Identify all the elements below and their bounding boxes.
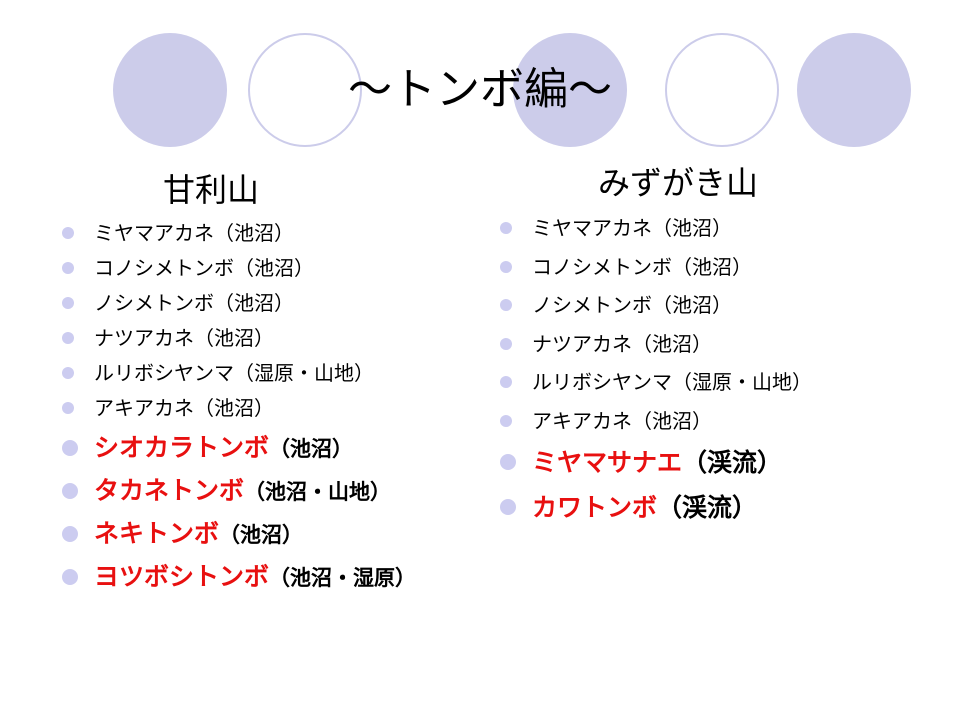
- habitat: （池沼・山地）: [244, 480, 392, 504]
- bullet-icon: [500, 376, 512, 388]
- bullet-icon: [62, 569, 78, 585]
- list-item: シオカラトンボ（池沼）: [58, 426, 416, 469]
- bullet-icon: [62, 483, 78, 499]
- list-item: ルリボシヤンマ（湿原・山地）: [58, 356, 416, 391]
- bullet-icon: [62, 297, 74, 309]
- dragonfly-name: コノシメトンボ: [94, 256, 234, 280]
- dragonfly-name: ネキトンボ: [94, 519, 220, 548]
- bullet-icon: [62, 440, 78, 456]
- list-item: ミヤマアカネ（池沼）: [496, 209, 812, 248]
- dragonfly-name: コノシメトンボ: [532, 254, 672, 279]
- dragonfly-name: カワトンボ: [532, 493, 658, 522]
- habitat: （湿原・山地）: [234, 361, 374, 385]
- amari-dragonfly-list: ミヤマアカネ（池沼）コノシメトンボ（池沼）ノシメトンボ（池沼）ナツアカネ（池沼）…: [58, 216, 416, 598]
- decorative-circle-filled: [797, 33, 911, 147]
- dragonfly-name: ルリボシヤンマ: [532, 370, 672, 394]
- list-item: ルリボシヤンマ（湿原・山地）: [496, 363, 812, 402]
- bullet-icon: [500, 299, 512, 311]
- bullet-icon: [62, 367, 74, 379]
- bullet-icon: [62, 526, 78, 542]
- list-item: コノシメトンボ（池沼）: [58, 251, 416, 286]
- habitat: （池沼）: [194, 326, 274, 350]
- habitat: （池沼）: [194, 396, 274, 420]
- list-item: タカネトンボ（池沼・山地）: [58, 469, 416, 512]
- habitat: （池沼）: [219, 523, 304, 547]
- bullet-icon: [62, 262, 74, 274]
- dragonfly-name: ノシメトンボ: [94, 291, 214, 315]
- habitat: （池沼）: [234, 256, 314, 280]
- bullet-icon: [500, 260, 512, 273]
- habitat: （池沼）: [672, 254, 752, 279]
- decorative-circle-filled: [113, 33, 227, 147]
- decorative-circle-outline: [248, 33, 362, 147]
- habitat: （湿原・山地）: [672, 370, 812, 394]
- dragonfly-name: ルリボシヤンマ: [94, 361, 234, 385]
- habitat: （池沼）: [632, 408, 712, 433]
- dragonfly-name: ナツアカネ: [532, 331, 632, 356]
- list-item: カワトンボ（渓流）: [496, 485, 812, 530]
- bullet-icon: [62, 227, 74, 239]
- bullet-icon: [500, 454, 516, 470]
- list-item: コノシメトンボ（池沼）: [496, 248, 812, 287]
- list-item: ノシメトンボ（池沼）: [496, 286, 812, 325]
- list-item: ヨツボシトンボ（池沼・湿原）: [58, 555, 416, 598]
- slide-title: ～トンボ編～: [348, 64, 612, 115]
- bullet-icon: [500, 499, 516, 515]
- list-item: ナツアカネ（池沼）: [58, 321, 416, 356]
- column-heading-mizugaki: みずがき山: [598, 164, 759, 202]
- dragonfly-name: ミヤマアカネ: [532, 216, 652, 240]
- dragonfly-name: アキアカネ: [94, 396, 194, 420]
- habitat: （池沼）: [214, 221, 294, 245]
- habitat: （池沼・湿原）: [269, 566, 417, 590]
- habitat: （池沼）: [214, 291, 294, 315]
- habitat: （池沼）: [269, 437, 354, 461]
- habitat: （池沼）: [652, 216, 732, 240]
- list-item: ナツアカネ（池沼）: [496, 325, 812, 364]
- decorative-circle-filled: [513, 33, 627, 147]
- list-item: アキアカネ（池沼）: [496, 402, 812, 441]
- dragonfly-name: シオカラトンボ: [94, 433, 270, 462]
- bullet-icon: [500, 222, 512, 234]
- dragonfly-name: ノシメトンボ: [532, 293, 652, 317]
- dragonfly-name: アキアカネ: [532, 408, 632, 433]
- list-item: ネキトンボ（池沼）: [58, 512, 416, 555]
- column-heading-amari: 甘利山: [163, 171, 260, 209]
- list-item: ミヤマアカネ（池沼）: [58, 216, 416, 251]
- habitat: （池沼）: [632, 331, 712, 356]
- habitat: （渓流）: [657, 493, 758, 522]
- decorative-circle-outline: [665, 33, 779, 147]
- bullet-icon: [500, 337, 512, 350]
- list-item: ノシメトンボ（池沼）: [58, 286, 416, 321]
- dragonfly-name: ミヤマサナエ: [532, 448, 683, 477]
- bullet-icon: [62, 402, 74, 414]
- bullet-icon: [500, 414, 512, 427]
- dragonfly-name: ミヤマアカネ: [94, 221, 214, 245]
- dragonfly-name: ナツアカネ: [94, 326, 194, 350]
- list-item: ミヤマサナエ（渓流）: [496, 440, 812, 485]
- mizugaki-dragonfly-list: ミヤマアカネ（池沼）コノシメトンボ（池沼）ノシメトンボ（池沼）ナツアカネ（池沼）…: [496, 209, 812, 530]
- habitat: （池沼）: [652, 293, 732, 317]
- bullet-icon: [62, 332, 74, 344]
- dragonfly-name: タカネトンボ: [94, 476, 245, 505]
- habitat: （渓流）: [682, 448, 783, 477]
- list-item: アキアカネ（池沼）: [58, 391, 416, 426]
- dragonfly-name: ヨツボシトンボ: [94, 562, 270, 591]
